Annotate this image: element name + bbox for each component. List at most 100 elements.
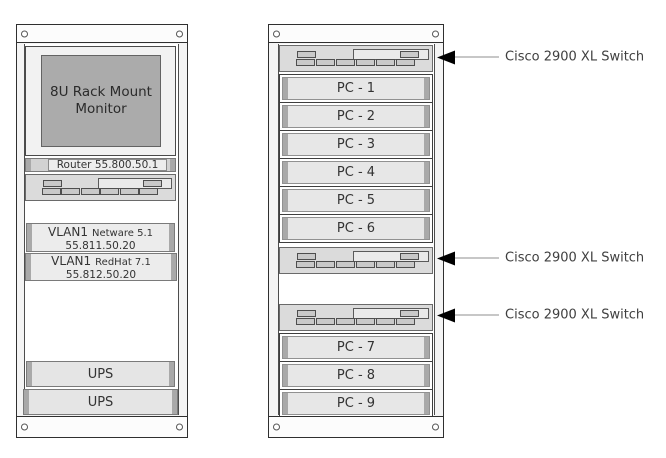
monitor-screen: 8U Rack Mount Monitor	[41, 55, 161, 147]
switch-port	[316, 318, 335, 325]
rack-interior: PC - 1 PC - 2 PC - 3 PC - 4 PC - 5 PC - …	[278, 44, 435, 418]
screw-icon	[176, 30, 183, 37]
pc-label: PC - 6	[336, 221, 376, 236]
server-ip: 55.811.50.20	[65, 239, 136, 252]
pc-unit-3: PC - 3	[279, 130, 433, 159]
pc-label: PC - 7	[336, 340, 376, 355]
pc-label: PC - 9	[336, 396, 376, 411]
server-os: Netware 5.1	[92, 227, 153, 239]
switch-port	[42, 188, 61, 195]
monitor-label-line2: Monitor	[75, 101, 127, 117]
switch-port	[336, 59, 355, 66]
router-label: Router 55.800.50.1	[48, 159, 167, 171]
screw-icon	[273, 423, 280, 431]
pc-unit-1: PC - 1	[279, 74, 433, 103]
annotation-cisco-switch-1: Cisco 2900 XL Switch	[437, 50, 644, 65]
ups-label: UPS	[87, 394, 114, 410]
switch-port	[356, 318, 375, 325]
screw-icon	[21, 423, 28, 431]
switch-port	[356, 261, 375, 268]
switch-port	[43, 180, 62, 187]
annotation-label: Cisco 2900 XL Switch	[505, 250, 645, 266]
cisco-switch-3	[279, 304, 433, 331]
leader-line	[455, 314, 499, 316]
monitor-label-line1: 8U Rack Mount	[50, 84, 152, 100]
rack-bottom-rail	[269, 416, 443, 437]
pc-unit-5: PC - 5	[279, 186, 433, 215]
pc-unit-4: PC - 4	[279, 158, 433, 187]
arrow-left-icon	[437, 251, 455, 265]
switch-port	[396, 261, 415, 268]
switch-port	[396, 318, 415, 325]
switch-port	[400, 253, 419, 260]
switch-port	[336, 318, 355, 325]
screw-icon	[273, 30, 280, 37]
rack-top-rail	[17, 25, 187, 43]
switch-port-row	[296, 58, 415, 67]
pc-unit-6: PC - 6	[279, 214, 433, 243]
server-os: RedHat 7.1	[95, 257, 151, 268]
switch-port	[61, 188, 81, 195]
switch-port	[297, 51, 316, 58]
leader-line	[455, 257, 499, 259]
server-ip: 55.812.50.20	[65, 269, 137, 281]
switch-port	[400, 51, 419, 58]
rack-bottom-rail	[17, 416, 187, 437]
switch-port	[376, 59, 395, 66]
server-vlan-name: VLAN1	[51, 254, 92, 268]
pc-label: PC - 2	[336, 109, 376, 124]
screw-icon	[176, 423, 183, 431]
switch-port-row	[296, 260, 415, 269]
pc-unit-9: PC - 9	[279, 389, 433, 418]
router-unit: Router 55.800.50.1	[25, 158, 176, 172]
switch-port	[119, 188, 139, 195]
switch-port	[316, 261, 335, 268]
screw-icon	[432, 30, 439, 37]
cisco-switch-1	[279, 45, 433, 72]
arrow-left-icon	[437, 308, 455, 322]
server-vlan-name: VLAN1	[48, 224, 88, 239]
cisco-switch-2	[279, 247, 433, 274]
ups-unit-1: UPS	[26, 361, 175, 387]
switch-port	[316, 59, 335, 66]
switch-port	[138, 188, 158, 195]
monitor-unit: 8U Rack Mount Monitor	[25, 46, 176, 156]
pc-label: PC - 8	[336, 368, 376, 383]
switch-unit	[25, 174, 176, 201]
switch-port	[376, 261, 395, 268]
annotation-label: Cisco 2900 XL Switch	[505, 307, 645, 323]
switch-port	[143, 180, 162, 187]
ups-unit-2: UPS	[23, 389, 178, 415]
switch-port	[100, 188, 120, 195]
pc-unit-2: PC - 2	[279, 102, 433, 131]
screw-icon	[21, 30, 28, 37]
vlan-server-netware: VLAN1 Netware 5.1 55.811.50.20	[26, 223, 175, 252]
switch-port	[376, 318, 395, 325]
switch-port-row	[42, 187, 158, 196]
pc-unit-8: PC - 8	[279, 361, 433, 390]
annotation-label: Cisco 2900 XL Switch	[505, 49, 645, 65]
switch-port	[297, 310, 316, 317]
switch-port-row	[296, 317, 415, 326]
leader-line	[455, 56, 499, 58]
arrow-left-icon	[437, 50, 455, 64]
rack-interior: 8U Rack Mount Monitor Router 55.800.50.1	[23, 44, 179, 415]
switch-port	[297, 253, 316, 260]
switch-port	[336, 261, 355, 268]
switch-port	[396, 59, 415, 66]
switch-port	[400, 310, 419, 317]
ups-label: UPS	[87, 366, 114, 382]
pc-label: PC - 4	[336, 165, 376, 180]
rack-left: 8U Rack Mount Monitor Router 55.800.50.1	[16, 24, 188, 438]
switch-port	[296, 59, 315, 66]
screw-icon	[432, 423, 439, 431]
rack-top-rail	[269, 25, 443, 43]
switch-port	[80, 188, 100, 195]
annotation-cisco-switch-2: Cisco 2900 XL Switch	[437, 251, 644, 266]
pc-label: PC - 1	[336, 81, 376, 96]
switch-port	[356, 59, 375, 66]
switch-port	[296, 318, 315, 325]
switch-port	[296, 261, 315, 268]
